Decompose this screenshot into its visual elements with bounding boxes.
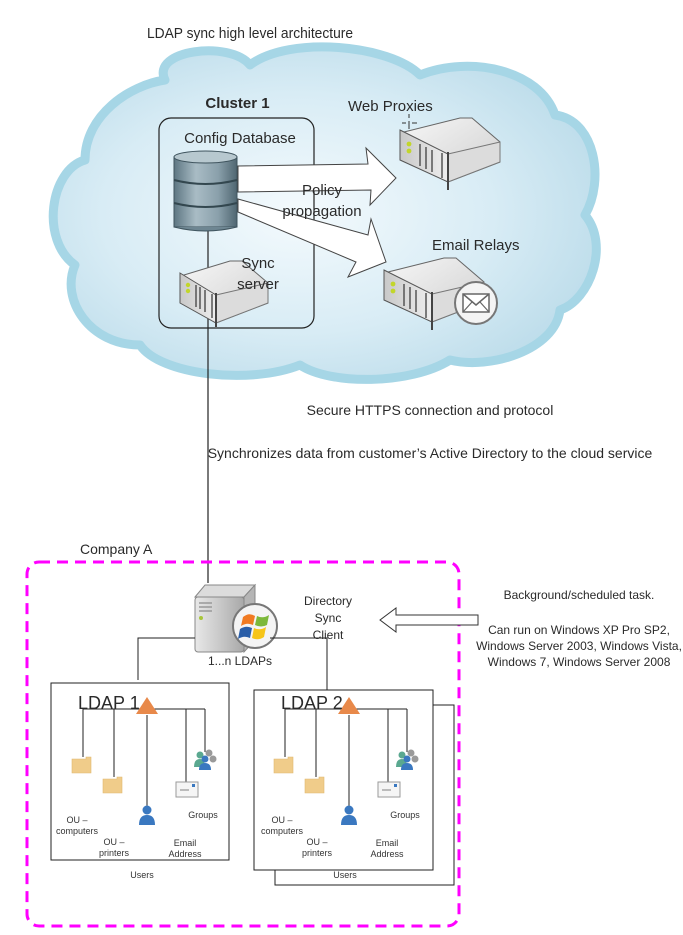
- ou-computers-folder-icon: [71, 756, 92, 774]
- sync-server-label: Sync server: [218, 253, 298, 295]
- policy-arrow-to-web-proxies: [237, 146, 397, 207]
- compatibility-label: Can run on Windows XP Pro SP2, Windows S…: [476, 623, 682, 669]
- root-triangle-icon: [136, 697, 158, 714]
- policy-arrow-to-email-relays: [237, 198, 387, 278]
- dsc-label-line1: Directory: [303, 594, 352, 608]
- ldap-2-users-label: Users: [333, 870, 357, 880]
- ldap-1-ou-computers-label: OU – computers: [55, 815, 99, 836]
- group-member-icon: [209, 755, 217, 763]
- group-member-icon: [411, 755, 419, 763]
- background-task-label: Background/scheduled task.: [503, 588, 655, 602]
- ldap-2-email-label: Email Address: [370, 838, 404, 859]
- email-card-stamp: [192, 784, 195, 787]
- sync-server-icon: [179, 260, 269, 327]
- ldap-2-tree: [273, 697, 419, 825]
- email-card-stamp: [394, 784, 397, 787]
- dsc-label-line2: Sync: [314, 611, 342, 625]
- policy-propagation-label: Policy propagation: [262, 180, 382, 222]
- dsc-label-line3: Client: [312, 628, 344, 642]
- database-icon: [173, 150, 238, 232]
- config-database-label: Config Database: [184, 130, 296, 147]
- group-member-icon: [407, 749, 415, 757]
- ldap-1-users-label: Users: [130, 870, 154, 880]
- company-label: Company A: [80, 541, 153, 557]
- policy-label-line2: propagation: [282, 203, 362, 220]
- group-member-icon: [205, 749, 213, 757]
- web-proxy-server-icon: [399, 117, 501, 190]
- https-connection-label: Secure HTTPS connection and protocol: [306, 402, 554, 418]
- ldap-1-title: LDAP 1: [78, 693, 140, 713]
- envelope-icon: [454, 281, 498, 325]
- company-boundary: [25, 560, 461, 928]
- web-proxies-label: Web Proxies: [348, 98, 433, 115]
- root-triangle-icon: [338, 697, 360, 714]
- ldap-2-groups-label: Groups: [390, 810, 420, 820]
- user-body-icon: [139, 815, 155, 825]
- ldap-2-box: [253, 689, 434, 871]
- ldap-2-ou-computers-label: OU – computers: [260, 815, 304, 836]
- ldap-1-ou-printers-label: OU – printers: [98, 837, 129, 858]
- ldaps-count-label: 1...n LDAPs: [207, 654, 273, 668]
- windows-logo-icon: [232, 603, 278, 649]
- cluster-title: Cluster 1: [205, 95, 270, 112]
- user-head-icon: [142, 805, 152, 815]
- policy-label-line1: Policy: [301, 182, 342, 199]
- group-member-body-icon: [199, 763, 211, 770]
- ldap-1-tree: [71, 697, 217, 825]
- ldap-1-groups-label: Groups: [188, 810, 218, 820]
- group-member-body-icon: [401, 763, 413, 770]
- ldap-1-email-label: Email Address: [168, 838, 202, 859]
- group-member-icon: [201, 755, 209, 763]
- ou-printers-folder-icon: [304, 776, 325, 794]
- crosshair-cursor-icon: [402, 114, 417, 129]
- user-head-icon: [344, 805, 354, 815]
- sync-description: Synchronizes data from customer’s Active…: [207, 445, 653, 461]
- email-relays-label: Email Relays: [432, 237, 520, 254]
- diagram-title: LDAP sync high level architecture: [146, 25, 354, 42]
- directory-sync-client-label: Directory Sync Client: [288, 593, 368, 644]
- ou-printers-folder-icon: [102, 776, 123, 794]
- ldap-2-title: LDAP 2: [281, 693, 343, 713]
- task-arrow-left-icon: [379, 607, 479, 633]
- ldap-connectors: [137, 637, 328, 690]
- user-body-icon: [341, 815, 357, 825]
- group-member-icon: [403, 755, 411, 763]
- ldap-2-ou-printers-label: OU – printers: [301, 837, 332, 858]
- sync-label-line1: Sync: [241, 255, 275, 272]
- sync-label-line2: server: [237, 276, 279, 293]
- group-member-icon: [398, 751, 406, 759]
- group-member-icon: [196, 751, 204, 759]
- ou-computers-folder-icon: [273, 756, 294, 774]
